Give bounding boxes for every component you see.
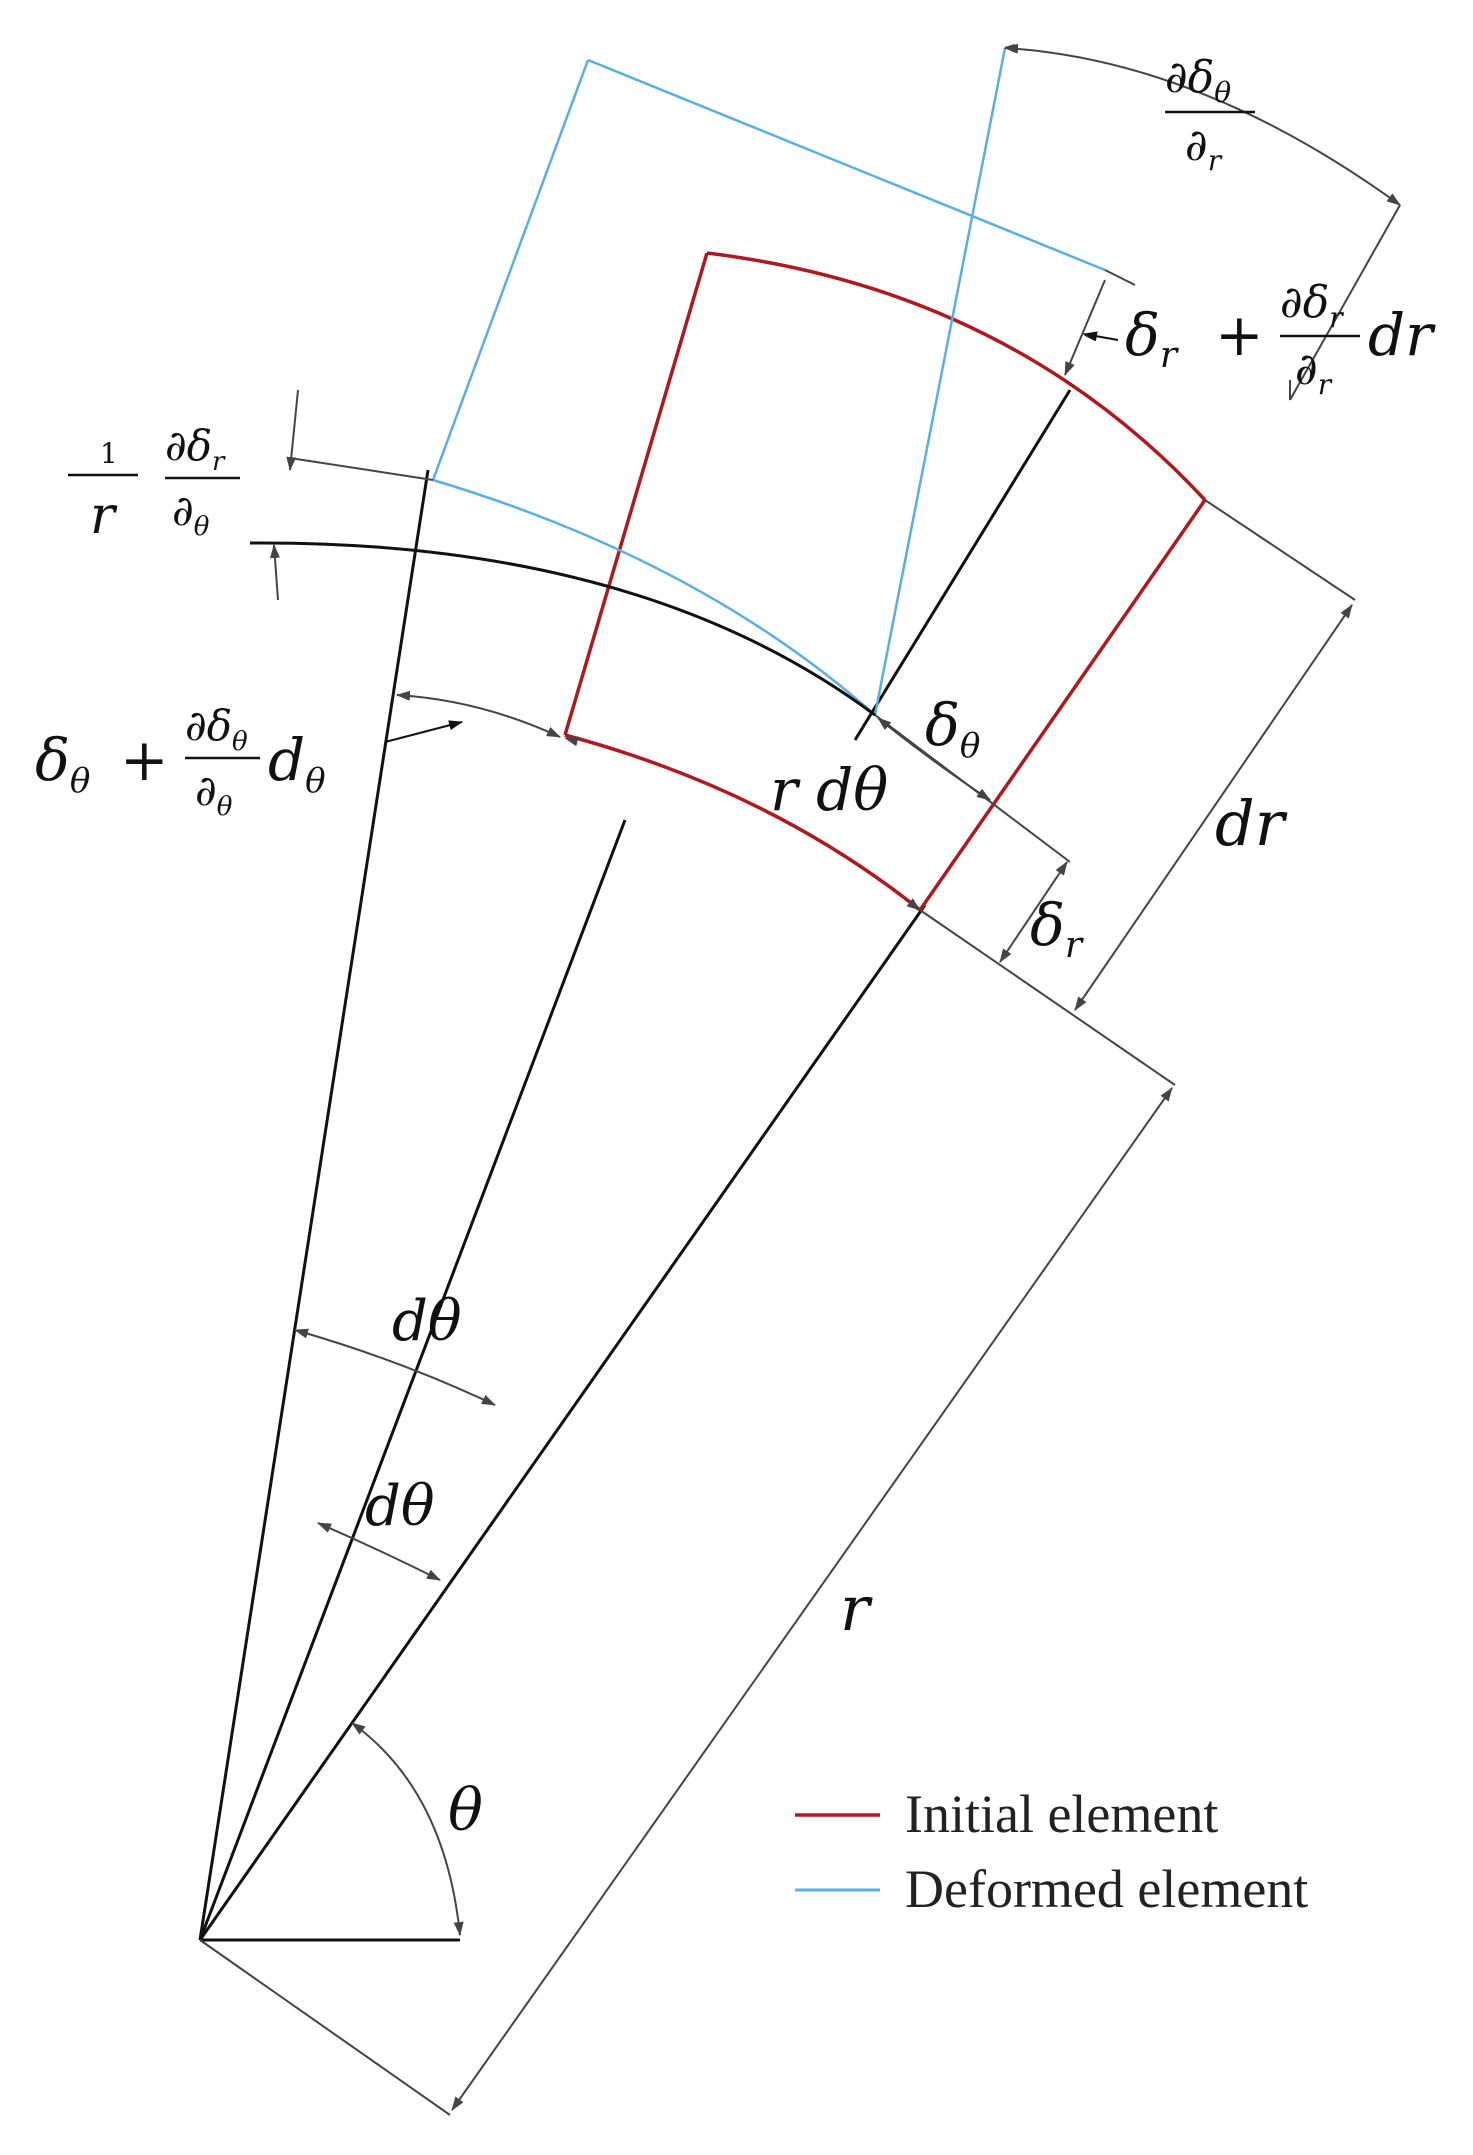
radial-lines — [198, 389, 1072, 1942]
svg-text:+: + — [120, 726, 169, 794]
leader-delta-r-expr — [1083, 331, 1119, 342]
dim-theta-angle — [351, 1722, 464, 1936]
label-dr-right: dr — [1215, 787, 1288, 860]
label-one-over-r-ddelta-r-dtheta: 1 r ∂δr ∂θ — [68, 421, 240, 546]
label-r-dtheta: r dθ — [770, 756, 888, 824]
svg-text:dr: dr — [1368, 301, 1436, 369]
svg-text:1: 1 — [100, 437, 118, 470]
dim-delta-r-right — [999, 861, 1068, 963]
svg-text:+: + — [1215, 301, 1264, 369]
radial-line-3 — [198, 904, 927, 1941]
label-delta-theta-right: δθ — [925, 691, 980, 766]
legend-label-initial: Initial element — [905, 1784, 1218, 1844]
dim-dr-right — [1074, 604, 1353, 1011]
dimension-lines — [199, 43, 1401, 2116]
label-dtheta-lower: dθ — [365, 1474, 435, 1539]
dim-delta-theta-arc — [396, 690, 561, 738]
dim-delta-theta-right — [877, 717, 991, 801]
svg-text:∂δθ: ∂δθ — [1165, 52, 1231, 109]
deformed-element-right-side — [873, 47, 1007, 716]
radial-line-2 — [198, 819, 627, 1941]
svg-text:dθ: dθ — [268, 726, 326, 801]
deformed-element-left-side — [431, 59, 590, 481]
svg-text:∂θ: ∂θ — [172, 486, 210, 542]
legend: Initial element Deformed element — [795, 1784, 1308, 1919]
label-ddelta-theta-dr: ∂δθ ∂r — [1165, 52, 1255, 177]
label-delta-r-right: δr — [1030, 891, 1084, 966]
legend-item-initial: Initial element — [795, 1784, 1218, 1844]
label-delta-r-plus-ddelta-r-dr: δr + ∂δr ∂r dr — [1125, 277, 1436, 401]
svg-text:∂θ: ∂θ — [195, 766, 233, 822]
dim-top-angle — [1004, 43, 1401, 206]
svg-text:∂δθ: ∂δθ — [185, 701, 248, 757]
svg-text:∂r: ∂r — [1295, 344, 1333, 401]
legend-label-deformed: Deformed element — [905, 1859, 1308, 1919]
dim-dtheta-lower — [317, 1522, 441, 1581]
svg-text:∂δr: ∂δr — [165, 421, 226, 477]
dim-dtheta-upper — [294, 1328, 496, 1406]
deformed-element-inner-arc — [432, 478, 876, 716]
label-delta-theta-plus-ddelta-theta-dtheta: δθ + ∂δθ ∂θ dθ — [35, 701, 326, 822]
svg-text:∂r: ∂r — [1185, 120, 1223, 177]
initial-element-left-side — [563, 252, 709, 736]
dim-r-long — [451, 1087, 1173, 2111]
dim-shear-r — [286, 389, 299, 471]
deformed-element — [431, 47, 1106, 716]
svg-text:δθ: δθ — [35, 726, 90, 801]
svg-text:δr: δr — [1125, 301, 1179, 376]
initial-element-right-side — [918, 499, 1207, 911]
svg-text:∂δr: ∂δr — [1280, 277, 1344, 334]
radial-line-4 — [853, 389, 1072, 741]
label-theta: θ — [448, 1776, 483, 1844]
label-dtheta-upper: dθ — [392, 1289, 462, 1354]
initial-element-outer-arc — [706, 251, 1207, 502]
deformed-element-outer-side — [587, 58, 1106, 272]
label-r-long: r — [840, 1572, 873, 1645]
leader-delta-theta-expr — [384, 720, 463, 743]
legend-item-deformed: Deformed element — [795, 1859, 1308, 1919]
radial-line-1 — [198, 469, 430, 1941]
svg-text:r: r — [90, 486, 118, 546]
dim-delta-r-outer — [1064, 279, 1106, 376]
reference-arc — [249, 541, 876, 717]
